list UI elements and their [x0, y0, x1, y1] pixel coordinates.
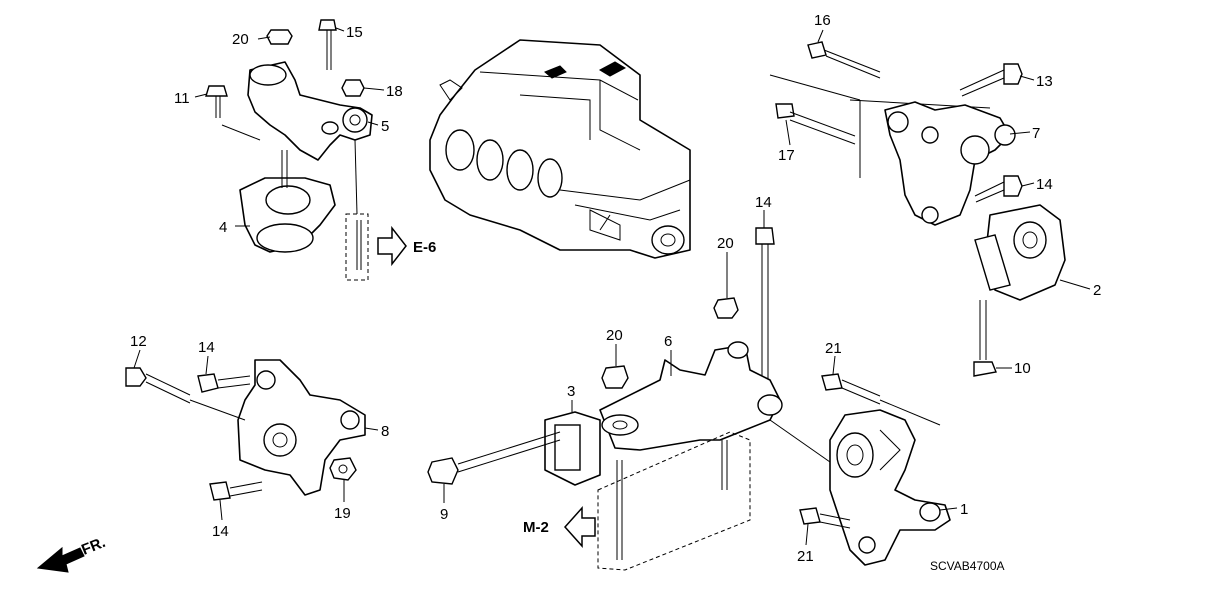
rear-mount-group	[769, 41, 1066, 377]
callout-9[interactable]: 9	[440, 506, 448, 523]
callout-20[interactable]: 20	[232, 31, 249, 48]
hollow-arrow-icon	[563, 506, 596, 548]
callout-6[interactable]: 6	[664, 333, 672, 350]
callouts: 20 15 18 11 5 4 16 13 7 17 14 2 10 14 20…	[130, 12, 1101, 565]
callout-13[interactable]: 13	[1036, 73, 1053, 90]
callout-21[interactable]: 21	[797, 548, 814, 565]
callout-4[interactable]: 4	[219, 219, 227, 236]
callout-1[interactable]: 1	[960, 501, 968, 518]
callout-8[interactable]: 8	[381, 423, 389, 440]
callout-15[interactable]: 15	[346, 24, 363, 41]
callout-14[interactable]: 14	[212, 523, 229, 540]
front-mount-group	[799, 373, 951, 566]
front-label: FR.	[79, 534, 108, 559]
callout-2[interactable]: 2	[1093, 282, 1101, 299]
side-mount-group	[125, 359, 366, 501]
callout-19[interactable]: 19	[334, 505, 351, 522]
callout-5[interactable]: 5	[381, 118, 389, 135]
ref-m2[interactable]: M-2	[523, 519, 549, 536]
callout-10[interactable]: 10	[1014, 360, 1031, 377]
callout-16[interactable]: 16	[814, 12, 831, 29]
diagram-code: SCVAB4700A	[930, 559, 1005, 573]
callout-18[interactable]: 18	[386, 83, 403, 100]
callout-14[interactable]: 14	[1036, 176, 1053, 193]
callout-14[interactable]: 14	[198, 339, 215, 356]
callout-11[interactable]: 11	[174, 90, 190, 107]
ref-e6[interactable]: E-6	[413, 239, 436, 256]
callout-14[interactable]: 14	[755, 194, 772, 211]
transmission-mount-group	[427, 227, 831, 571]
callout-17[interactable]: 17	[778, 147, 795, 164]
callout-20[interactable]: 20	[717, 235, 734, 252]
callout-12[interactable]: 12	[130, 333, 147, 350]
callout-21[interactable]: 21	[825, 340, 842, 357]
engine-block	[429, 39, 691, 259]
callout-7[interactable]: 7	[1032, 125, 1040, 142]
front-direction-icon	[36, 546, 85, 573]
upper-mount-group	[205, 19, 373, 281]
leader-lines	[133, 27, 1091, 546]
callout-3[interactable]: 3	[567, 383, 575, 400]
hollow-arrow-icon	[377, 225, 407, 267]
callout-20[interactable]: 20	[606, 327, 623, 344]
